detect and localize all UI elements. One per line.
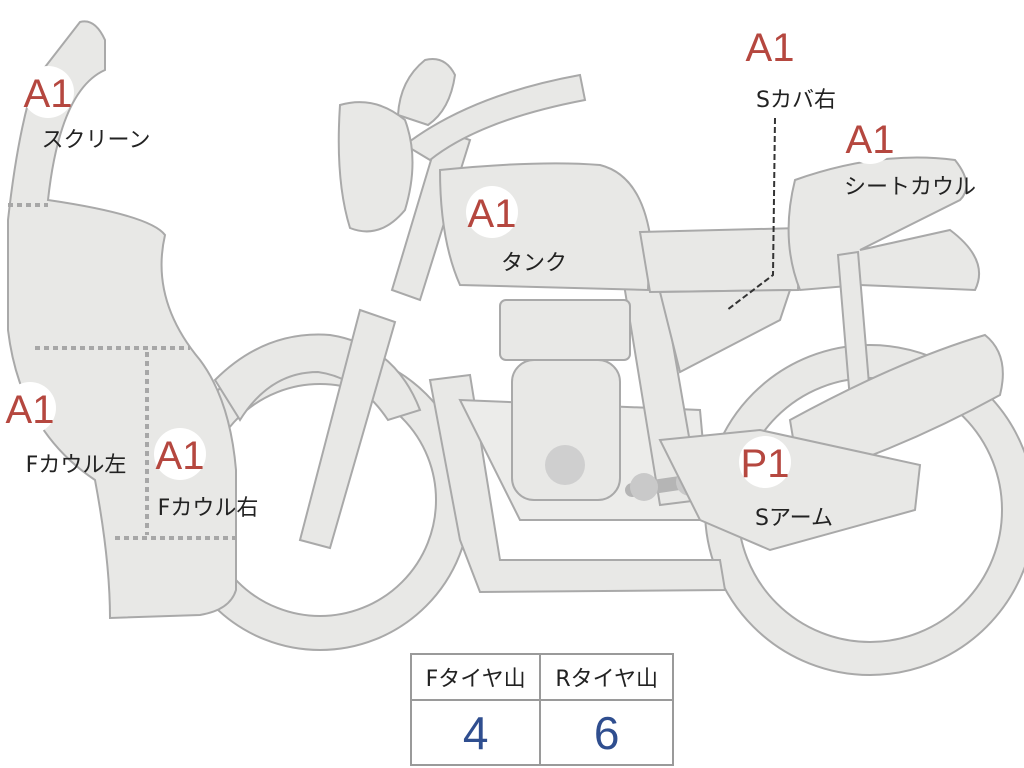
front-fork — [298, 308, 397, 550]
scover-leader-line — [726, 117, 776, 311]
muffler — [788, 333, 1004, 482]
front-tire-header: Fタイヤ山 — [409, 653, 542, 701]
front-tire-value: 4 — [409, 699, 542, 766]
part-name: シートカウル — [844, 175, 976, 200]
grade-badge: A1 — [468, 192, 517, 236]
seat-cowl — [787, 156, 980, 292]
part-name: Sアーム — [755, 506, 833, 531]
fcowl-left-label[interactable]: A1 Fカウル左 — [6, 388, 127, 478]
swing-arm — [658, 428, 922, 552]
grade-badge: A1 — [156, 434, 205, 478]
seat-cowl-label[interactable]: A1 シートカウル — [844, 118, 976, 200]
grade-badge: A1 — [6, 388, 55, 432]
scover-right-label[interactable]: A1 Sカバ右 — [746, 26, 836, 113]
cowl-panel-boundaries — [8, 203, 236, 540]
part-name: Fカウル左 — [26, 453, 127, 478]
mirror — [396, 58, 457, 127]
grade-badge: A1 — [24, 72, 73, 116]
swingarm-label[interactable]: P1 Sアーム — [741, 442, 833, 531]
tire-table-value-row: 4 6 — [409, 699, 674, 766]
part-name: スクリーン — [42, 128, 151, 153]
seat — [638, 226, 802, 294]
tire-tread-table: Fタイヤ山 Rタイヤ山 4 6 — [409, 653, 674, 766]
handlebar — [403, 73, 587, 162]
tire-table-header-row: Fタイヤ山 Rタイヤ山 — [409, 653, 674, 701]
part-name: タンク — [501, 251, 567, 276]
fcowl-right-label[interactable]: A1 Fカウル右 — [156, 434, 259, 521]
rear-tire-value: 6 — [539, 699, 674, 766]
grade-badge: A1 — [746, 26, 795, 70]
grade-badge: A1 — [846, 118, 895, 162]
tank-label[interactable]: A1 タンク — [468, 192, 567, 276]
part-name: Sカバ右 — [756, 88, 836, 113]
side-cover-right — [658, 288, 792, 374]
headlight — [337, 101, 414, 233]
part-name: Fカウル右 — [158, 496, 259, 521]
screen-label[interactable]: A1 スクリーン — [24, 72, 151, 153]
rear-tire-header: Rタイヤ山 — [539, 653, 674, 701]
grade-badge: P1 — [741, 442, 790, 486]
